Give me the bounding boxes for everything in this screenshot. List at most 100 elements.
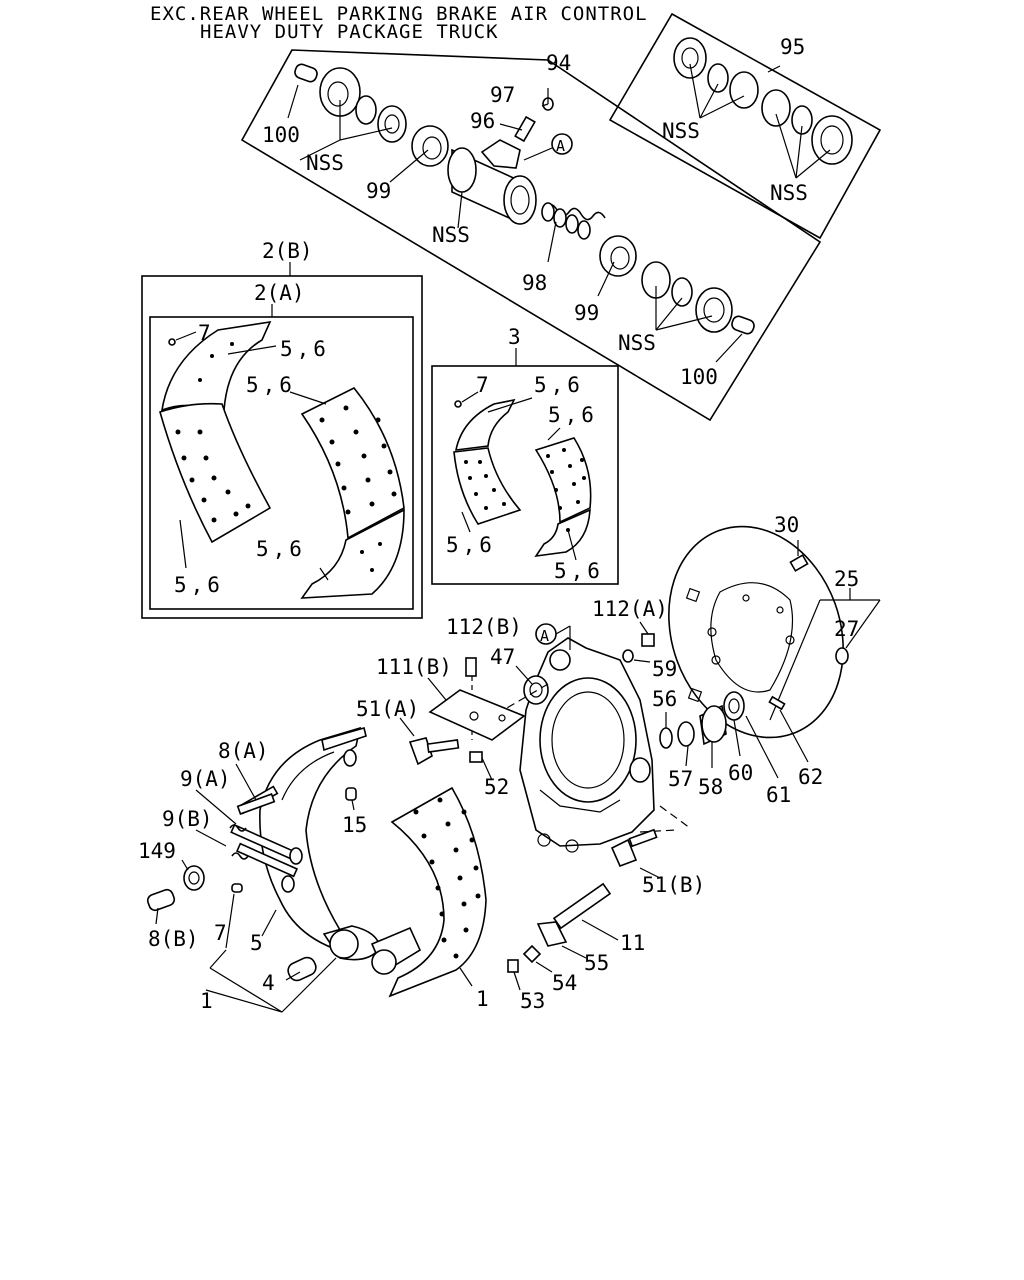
bolt-112b (465, 657, 477, 677)
boot-plug-lower (731, 315, 755, 335)
header-line-2: HEAVY DUTY PACKAGE TRUCK (200, 21, 499, 43)
label-55: 55 (584, 951, 609, 975)
lining-left-upper (160, 320, 272, 413)
label-53: 53 (520, 989, 545, 1013)
boot-plug-upper (287, 63, 318, 119)
label-95: 95 (780, 35, 805, 59)
label-99-lower: 99 (574, 301, 599, 325)
label-2a: 2(A) (254, 281, 305, 305)
lining-small-left-main (453, 447, 522, 525)
label-8a: 8(A) (218, 739, 269, 763)
label-1-right: 1 (476, 987, 489, 1011)
label-47: 47 (490, 645, 515, 669)
pin-4 (287, 956, 317, 982)
callout-a-2: A (540, 627, 549, 645)
label-5: 5 (250, 931, 263, 955)
label-54: 54 (552, 971, 577, 995)
bolt-52 (469, 751, 483, 763)
dust-plate-111b (427, 657, 526, 741)
label-51a: 51(A) (356, 697, 419, 721)
label-149: 149 (138, 839, 176, 863)
rivet-7-a (168, 338, 176, 346)
callout-a-circle-1 (551, 133, 573, 155)
label-nss-1: NSS (306, 151, 344, 175)
pin-8a (236, 793, 276, 815)
pin-15 (345, 787, 357, 801)
label-52: 52 (484, 775, 509, 799)
lining-small-right-lower (534, 508, 591, 558)
label-2b: 2(B) (262, 239, 313, 263)
header-line-1: EXC.REAR WHEEL PARKING BRAKE AIR CONTROL (150, 3, 648, 25)
anchor-pin-11 (552, 882, 619, 941)
pin-7-c (231, 883, 243, 893)
label-56-e: 5,6 (534, 373, 584, 397)
pin-8b (146, 888, 176, 912)
label-56-b: 5,6 (246, 373, 296, 397)
label-8b: 8(B) (148, 927, 199, 951)
kit-95-box (608, 12, 882, 240)
lining-kit-3: 3 7 5,6 5,6 5,6 5,6 (431, 325, 619, 585)
label-60: 60 (728, 761, 753, 785)
label-56-c: 5,6 (256, 537, 306, 561)
piston-upper (411, 125, 449, 167)
bleeder-screw (514, 115, 536, 143)
label-15: 15 (342, 813, 367, 837)
label-96: 96 (470, 109, 495, 133)
brake-shoe-left (259, 726, 381, 961)
rivet-7-b (454, 400, 462, 408)
label-111b: 111(B) (376, 655, 452, 679)
label-112a: 112(A) (592, 597, 668, 621)
label-62: 62 (798, 765, 823, 789)
label-nss-2: NSS (432, 223, 470, 247)
label-57: 57 (668, 767, 693, 791)
washer-59 (622, 649, 634, 663)
label-99-upper: 99 (366, 179, 391, 203)
label-56-f: 5,6 (548, 403, 598, 427)
label-25: 25 (834, 567, 859, 591)
camshaft-51b (610, 828, 661, 879)
piston-cup-upper (319, 67, 407, 143)
label-nss-3: NSS (618, 331, 656, 355)
callout-a-1: A (556, 137, 565, 155)
label-11: 11 (620, 931, 645, 955)
wheel-cylinder-group: A 94 95 97 96 100 NSS 99 NSS 98 99 NSS 1… (240, 12, 882, 422)
brake-shoe-right (370, 786, 487, 998)
spring (541, 202, 606, 240)
roller-149 (183, 865, 205, 891)
label-59: 59 (652, 657, 677, 681)
label-56-a: 5,6 (280, 337, 330, 361)
label-nss-5: NSS (770, 181, 808, 205)
label-94: 94 (546, 51, 571, 75)
label-56-g: 5,6 (446, 533, 496, 557)
bolt-53 (507, 959, 519, 973)
label-1-left: 1 (200, 989, 213, 1013)
label-98: 98 (522, 271, 547, 295)
label-51b: 51(B) (642, 873, 705, 897)
label-97: 97 (490, 83, 515, 107)
lining-right-main (300, 386, 405, 540)
bolt-112a (641, 633, 655, 647)
lining-kit-2b: 2(B) 2(A) 7 5,6 5,6 5 (141, 239, 423, 619)
label-7-b: 7 (476, 373, 489, 397)
kit-95-parts (673, 37, 853, 165)
label-100-lower: 100 (680, 365, 718, 389)
plug-27 (835, 647, 849, 665)
label-7-c: 7 (214, 921, 227, 945)
label-56-h: 5,6 (554, 559, 604, 583)
label-4: 4 (262, 971, 275, 995)
label-9a: 9(A) (180, 767, 231, 791)
label-100-upper: 100 (262, 123, 300, 147)
label-58: 58 (698, 775, 723, 799)
label-56-d: 5,6 (174, 573, 224, 597)
cylinder-body (447, 139, 537, 225)
piston-lower (599, 235, 637, 277)
camshaft-51a (399, 717, 460, 766)
lining-small-left-upper (454, 398, 516, 451)
label-27: 27 (834, 617, 859, 641)
label-3: 3 (508, 325, 521, 349)
lining-left-main (159, 402, 272, 544)
dust-shield: 30 25 27 (668, 513, 881, 739)
label-61: 61 (766, 783, 791, 807)
label-9b: 9(B) (162, 807, 213, 831)
